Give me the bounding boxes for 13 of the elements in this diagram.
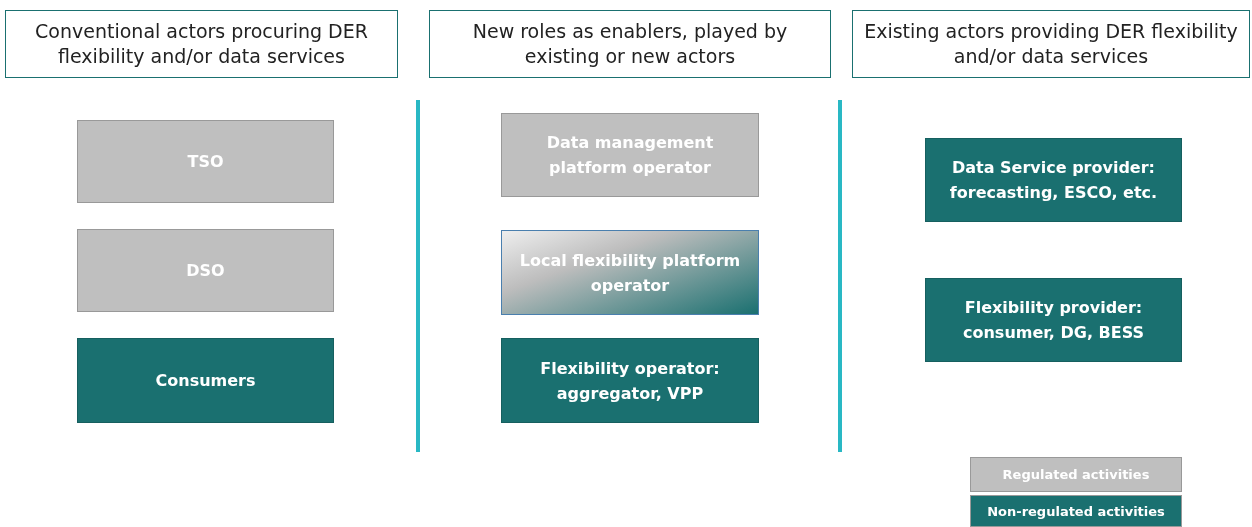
role-box: Local flexibility platform operator [501,230,759,315]
role-box: Consumers [77,338,334,423]
role-box: Data Service provider: forecasting, ESCO, etc. [925,138,1182,222]
column-header-box: Existing actors providing DER flexibility and/or data services [852,10,1250,78]
role-box: Data management platform operator [501,113,759,197]
column-header-box: Conventional actors procuring DER flexibility and/or data services [5,10,398,78]
role-box: TSO [77,120,334,203]
legend-label: Regulated activities [1001,466,1151,484]
legend-label: Non-regulated activities [986,502,1166,521]
column-header-box: New roles as enablers, played by existing or new actors [429,10,831,78]
role-box: DSO [77,229,334,312]
role-box: Flexibility operator: aggregator, VPP [501,338,759,423]
role-box: Flexibility provider: consumer, DG, BESS [925,278,1182,362]
